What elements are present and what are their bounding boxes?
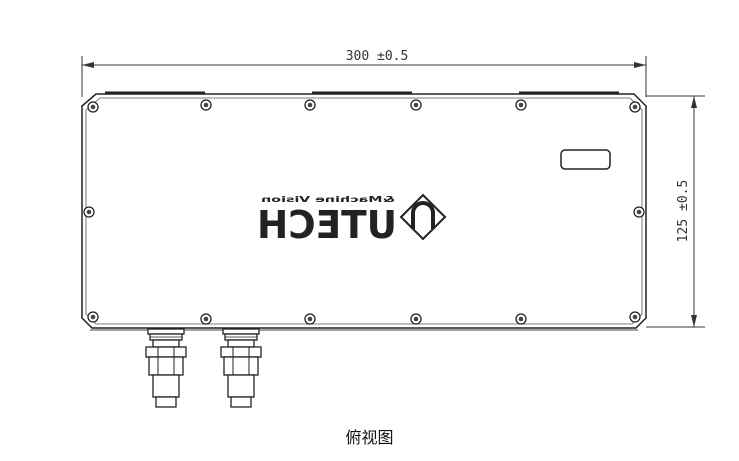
screw-icon — [629, 101, 641, 113]
screws — [83, 99, 645, 325]
utech-logo: UTECH &Machine Vision — [257, 193, 447, 247]
height-dimension: 125 ±0.5 — [646, 95, 705, 328]
screw-icon — [200, 99, 212, 111]
screw-icon — [410, 313, 422, 325]
view-caption: 俯视图 — [345, 428, 394, 447]
screw-icon — [515, 99, 527, 111]
height-dimension-label: 125 ±0.5 — [676, 180, 691, 243]
enclosure — [81, 91, 647, 331]
screw-icon — [629, 311, 641, 323]
screw-icon — [515, 313, 527, 325]
screw-icon — [304, 313, 316, 325]
logo-main-text: UTECH — [257, 203, 397, 247]
screw-icon — [87, 311, 99, 323]
logo-sub-text: &Machine Vision — [260, 195, 395, 204]
screw-icon — [304, 99, 316, 111]
connector-left — [145, 328, 187, 408]
screw-icon — [200, 313, 212, 325]
diamond-logo-icon — [399, 193, 447, 241]
screw-icon — [83, 206, 95, 218]
display-window — [560, 149, 611, 170]
connector-right — [220, 328, 262, 408]
screw-icon — [633, 206, 645, 218]
width-dimension: 300 ±0.5 — [81, 49, 647, 97]
width-dimension-label: 300 ±0.5 — [346, 49, 409, 64]
screw-icon — [87, 101, 99, 113]
screw-icon — [410, 99, 422, 111]
